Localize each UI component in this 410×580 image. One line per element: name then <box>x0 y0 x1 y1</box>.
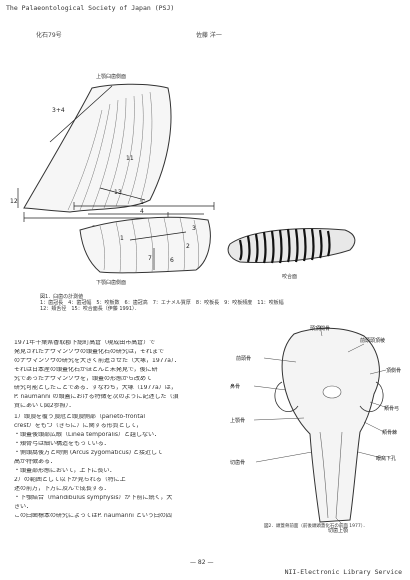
figure1-dim-label: 1 <box>140 200 144 206</box>
figure1-dim-label: 3 <box>192 225 196 232</box>
body-text-line: 1）頭頂を覆う頂冠と頭頂側部（parieto-frontal <box>14 414 146 420</box>
figure1-dim-label: 11 <box>126 155 134 162</box>
body-text-line: P. naumanni の頭蓋における特徴を次のように記述した（須 <box>14 394 179 400</box>
figure1-caption: 図1．臼歯の計測値 1：歯冠長 4：歯冠幅 5：咬板数 6：歯冠高 7：エナメル… <box>40 294 370 312</box>
running-head-right: 佐藤 洋一 <box>196 32 222 39</box>
body-text-line: ・頭蓋部形態において，上下に長い． <box>14 468 116 474</box>
figure2-label: 上顎骨 <box>230 417 245 424</box>
figure2-caption: 図2．頭蓋骨前面（前後頭頭蓋化石の前面 1977）． <box>264 524 368 529</box>
body-text-line: この臼歯標本の研究によってはP. naumanni という臼の四 <box>14 513 172 519</box>
figure2-label: 前頭頭頂稜 <box>360 337 385 344</box>
page-number: — 82 — <box>190 559 214 566</box>
figure2-label: 切歯上顎 <box>328 527 348 534</box>
figure2-label: 切歯骨 <box>230 459 245 466</box>
figure1-top-view-label: 上顎臼歯側面 <box>96 73 126 80</box>
library-footer: NII-Electronic Library Service <box>284 568 402 576</box>
figure1-caption-title: 図1．臼歯の計測値 <box>40 294 84 300</box>
figure1-dim-label: 6 <box>170 257 174 264</box>
body-text-line: ・頬骨弓は細い構造をもっている． <box>14 441 110 447</box>
figure1-dim-label: 4 <box>140 208 144 215</box>
body-text-line: 研究可能としたことである．すなわち，大塚（1977a）は， <box>14 385 177 391</box>
skull-drawing <box>274 327 384 523</box>
figure1-dim-label: 7 <box>148 255 152 262</box>
running-head-left: 化石79号 <box>36 32 62 39</box>
body-text-line: ・頭蓋後頭部広眼（Linea temporalis）と越しない． <box>14 432 161 438</box>
body-text-line: ・側頭窩後方と吻側 (Arcus zygomaticus) と接近して <box>14 450 163 456</box>
body-text-line: 発見されたナウマンゾウの頭蓋化石の研究は，それまで <box>14 349 165 355</box>
figure2-label: 頭頂間骨 <box>310 326 330 332</box>
figure2-label: 頂側骨 <box>386 367 401 374</box>
figure1-dim-label: 3+4 <box>52 107 65 114</box>
figure1-caption-text: 1：歯冠長 4：歯冠幅 5：咬板数 6：歯冠高 7：エナメル質厚 8：咬板長 9… <box>40 300 284 306</box>
figure1-dim-label: 13 <box>114 189 122 196</box>
body-text-line: 2）の範囲として以下が見られる（特に上 <box>14 477 126 483</box>
body-text-line: 究であったナウマンゾウを，頭蓋の形態から改めて <box>14 376 152 382</box>
figure1-dim-label: 1 <box>120 235 124 242</box>
figure2-label: 前頭骨 <box>236 355 251 362</box>
body-text-line: 述の前方，下方に及んで成長する． <box>14 486 110 492</box>
body-text-line: 1971年千葉県香取郡下総町高倉（現成田市高倉）で <box>14 340 156 346</box>
body-text-line: ・下顎結合（mandibulus symphysis）が下前に続く，大 <box>14 495 173 501</box>
figure2-label: 眼窩下孔 <box>376 455 396 462</box>
body-text-line: のナウマンゾウの研究を大きく前進させた（大塚，1977a）． <box>14 358 180 364</box>
figure2-skull: 前頭骨 鼻骨 上顎骨 切歯骨 頭頂間骨 前頭頭頂稜 頂側骨 頬骨弓 頬骨棘 眼窩… <box>230 325 401 534</box>
journal-header: The Palaeontological Society of Japan (P… <box>6 4 175 12</box>
figure1-lower-molar: 1 4 3 2 1 7 6 下顎臼歯側面 <box>73 200 356 286</box>
body-text-line: crest）をもつ（きらに）に関する形質として， <box>14 423 142 429</box>
figure1-caption-text: 12：頬舌径 15：咬合面長（伊藤 1991）． <box>40 306 140 312</box>
figure1-dim-label: 12 <box>10 198 18 205</box>
body-text-line: 高が特徴ある． <box>14 459 57 465</box>
figure1-dim-label: 2 <box>186 243 190 250</box>
body-text-line: 賀にあいて図2参照）． <box>14 403 75 409</box>
figure1-occlusal-label: 咬合面 <box>282 273 297 280</box>
figure2-label: 頬骨弓 <box>384 405 399 412</box>
occlusal-molar-drawing: 咬合面 <box>227 228 356 280</box>
figure2-label: 鼻骨 <box>230 383 240 390</box>
figure2-label: 頬骨棘 <box>382 429 397 436</box>
figure1-bottom-view-label: 下顎臼歯側面 <box>96 279 126 286</box>
body-text-line: きい． <box>14 504 33 510</box>
body-text-line: それは日本産の頭蓋化石がほとんど未発見で，後に研 <box>14 367 158 373</box>
